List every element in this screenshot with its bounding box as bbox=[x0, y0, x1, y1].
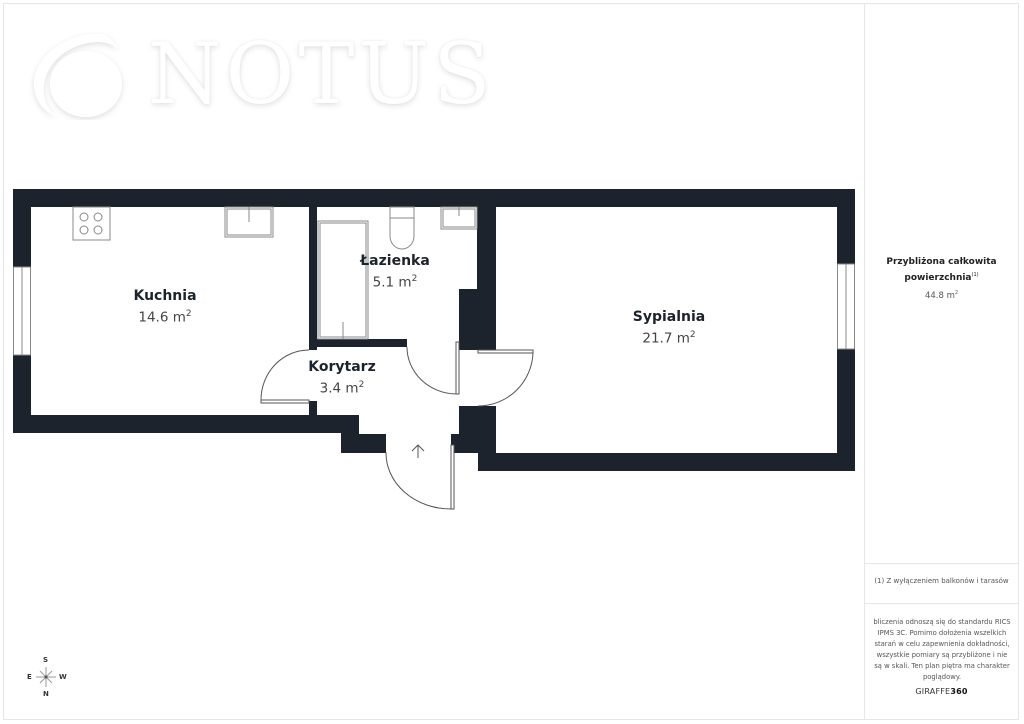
walls bbox=[13, 189, 855, 471]
giraffe360-brand: GIRAFFE360 bbox=[915, 687, 968, 696]
room-area: 5.1 m2 bbox=[372, 274, 418, 291]
divider bbox=[864, 563, 1019, 564]
room-name: Korytarz bbox=[308, 359, 376, 375]
compass-east: E bbox=[27, 673, 32, 681]
doors bbox=[260, 341, 534, 510]
total-area-summary: Przybliżona całkowita powierzchnia(1) 44… bbox=[864, 256, 1019, 301]
disclaimer-text: bliczenia odnoszą się do standardu RICS … bbox=[873, 618, 1011, 681]
room-name: Kuchnia bbox=[133, 288, 197, 304]
page-frame bbox=[3, 3, 1019, 720]
room-area: 14.6 m2 bbox=[138, 309, 192, 326]
entrance-door bbox=[385, 444, 455, 510]
entrance-arrow-icon bbox=[411, 444, 425, 458]
bathroom-sink-icon bbox=[440, 206, 478, 230]
floor-plan bbox=[13, 189, 855, 510]
room-label-hallway: Korytarz 3.4 m2 bbox=[308, 358, 375, 398]
kitchen-sink-icon bbox=[224, 206, 274, 238]
divider bbox=[864, 603, 1019, 604]
compass-north: N bbox=[43, 690, 49, 698]
footnote: (1) Z wyłączeniem balkonów i tarasów bbox=[874, 577, 1009, 585]
fixtures bbox=[72, 206, 478, 340]
kitchen-door bbox=[260, 349, 310, 404]
room-label-bathroom: Łazienka 5.1 m2 bbox=[360, 252, 430, 292]
compass-rose: S N E W bbox=[26, 655, 72, 701]
notus-logo: NOTUS bbox=[28, 28, 498, 120]
room-label-kitchen: Kuchnia 14.6 m2 bbox=[133, 287, 196, 327]
bathroom-door bbox=[406, 341, 460, 395]
compass-south: S bbox=[43, 656, 49, 664]
stove-icon bbox=[72, 206, 111, 241]
info-side-panel bbox=[864, 3, 1019, 720]
room-area: 3.4 m2 bbox=[319, 380, 365, 397]
total-area-title: Przybliżona całkowita powierzchnia(1) bbox=[886, 257, 997, 283]
room-label-bedroom: Sypialnia 21.7 m2 bbox=[633, 308, 706, 348]
windows bbox=[13, 263, 855, 356]
compass-icon bbox=[36, 667, 56, 687]
room-name: Łazienka bbox=[360, 253, 430, 269]
bathtub-icon bbox=[317, 220, 369, 340]
total-area-value: 44.8 m2 bbox=[924, 290, 959, 301]
room-area: 21.7 m2 bbox=[642, 330, 696, 347]
logo-crescent-icon bbox=[34, 34, 122, 117]
bedroom-door bbox=[477, 349, 534, 407]
room-name: Sypialnia bbox=[632, 309, 706, 325]
logo-wordmark: NOTUS bbox=[148, 25, 495, 123]
toilet-icon bbox=[389, 206, 415, 250]
compass-west: W bbox=[59, 673, 67, 681]
